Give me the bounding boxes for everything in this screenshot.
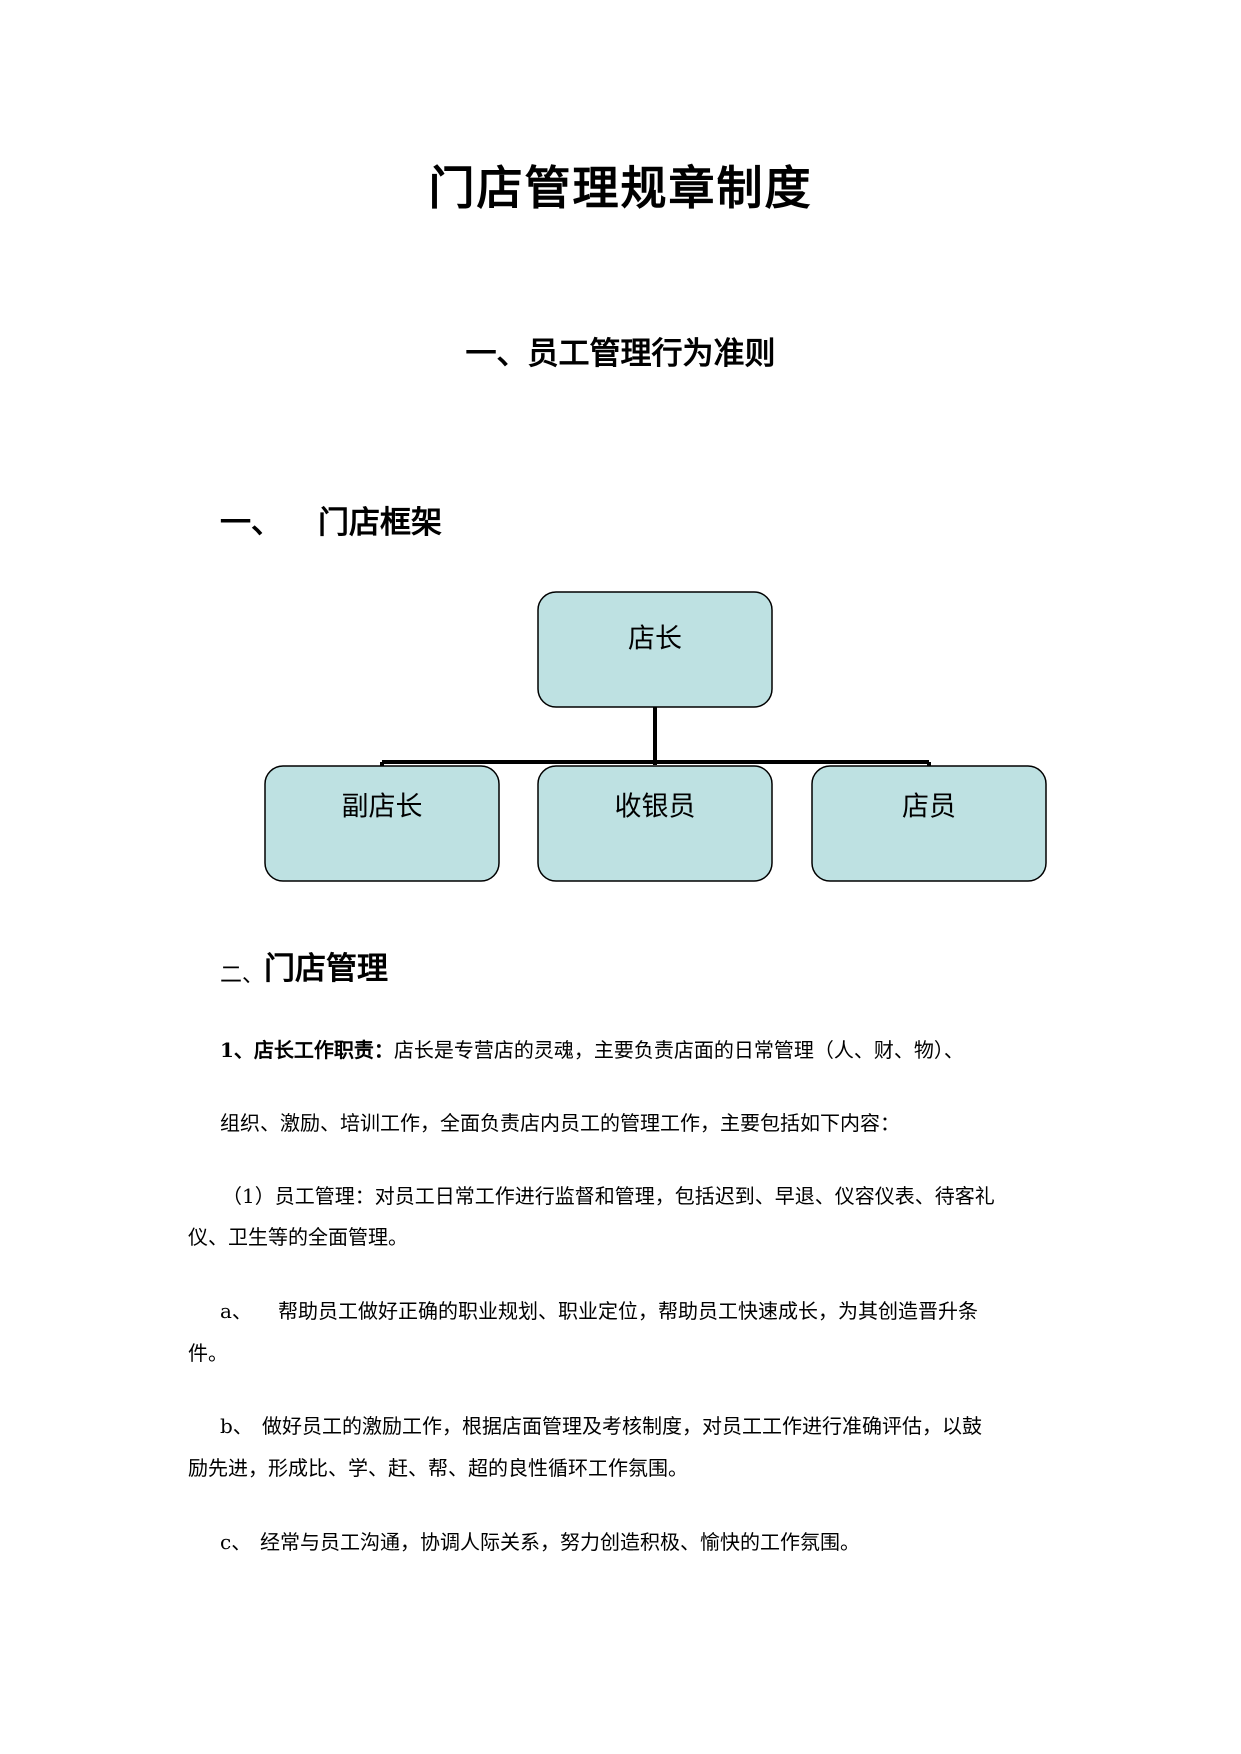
org-node-child-3: 店员 [811,765,1047,882]
org-chart-connectors [380,707,931,765]
org-node-child-1: 副店长 [264,765,500,882]
section-1-title: 门店框架 [318,505,442,541]
item-a-line-2: 件。 [188,1341,228,1365]
org-node-child-3-label: 店员 [902,792,956,823]
item-b-line-2: 励先进，形成比、学、赶、帮、超的良性循环工作氛围。 [188,1456,688,1480]
item-a-marker: a、 [220,1299,252,1323]
section-1-number: 一、 [220,505,282,541]
paragraph-2-line-2: 仪、卫生等的全面管理。 [188,1225,408,1249]
section-2-number: 二、 [220,963,265,988]
org-node-child-1-label: 副店长 [342,792,423,823]
item-a-line-1: 帮助员工做好正确的职业规划、职业定位，帮助员工快速成长，为其创造晋升条 [278,1299,978,1323]
document-title: 门店管理规章制度 [428,161,813,215]
org-node-child-2-label: 收银员 [615,792,696,823]
paragraph-1-line-1: 1、店长工作职责：店长是专营店的灵魂，主要负责店面的日常管理（人、财、物）、 [220,1040,964,1060]
org-node-root: 店长 [537,591,773,708]
paragraph-1-label: 1、店长工作职责： [220,1038,394,1062]
paragraph-2-line-1: （1）员工管理：对员工日常工作进行监督和管理，包括迟到、早退、仪容仪表、待客礼 [222,1184,995,1208]
paragraph-1-line-2: 组织、激励、培训工作，全面负责店内员工的管理工作，主要包括如下内容： [220,1111,900,1135]
org-node-root-label: 店长 [628,624,682,655]
item-c-marker: c、 [220,1530,252,1554]
section-2-title: 门店管理 [264,951,388,987]
item-c-line-1: 经常与员工沟通，协调人际关系，努力创造积极、愉快的工作氛围。 [260,1530,860,1554]
item-b-marker: b、 [220,1414,253,1438]
item-b-line-1: 做好员工的激励工作，根据店面管理及考核制度，对员工工作进行准确评估，以鼓 [262,1414,982,1438]
paragraph-1-text: 店长是专营店的灵魂，主要负责店面的日常管理（人、财、物）、 [393,1038,964,1062]
chapter-heading: 一、员工管理行为准则 [465,336,776,372]
org-node-child-2: 收银员 [537,765,773,882]
